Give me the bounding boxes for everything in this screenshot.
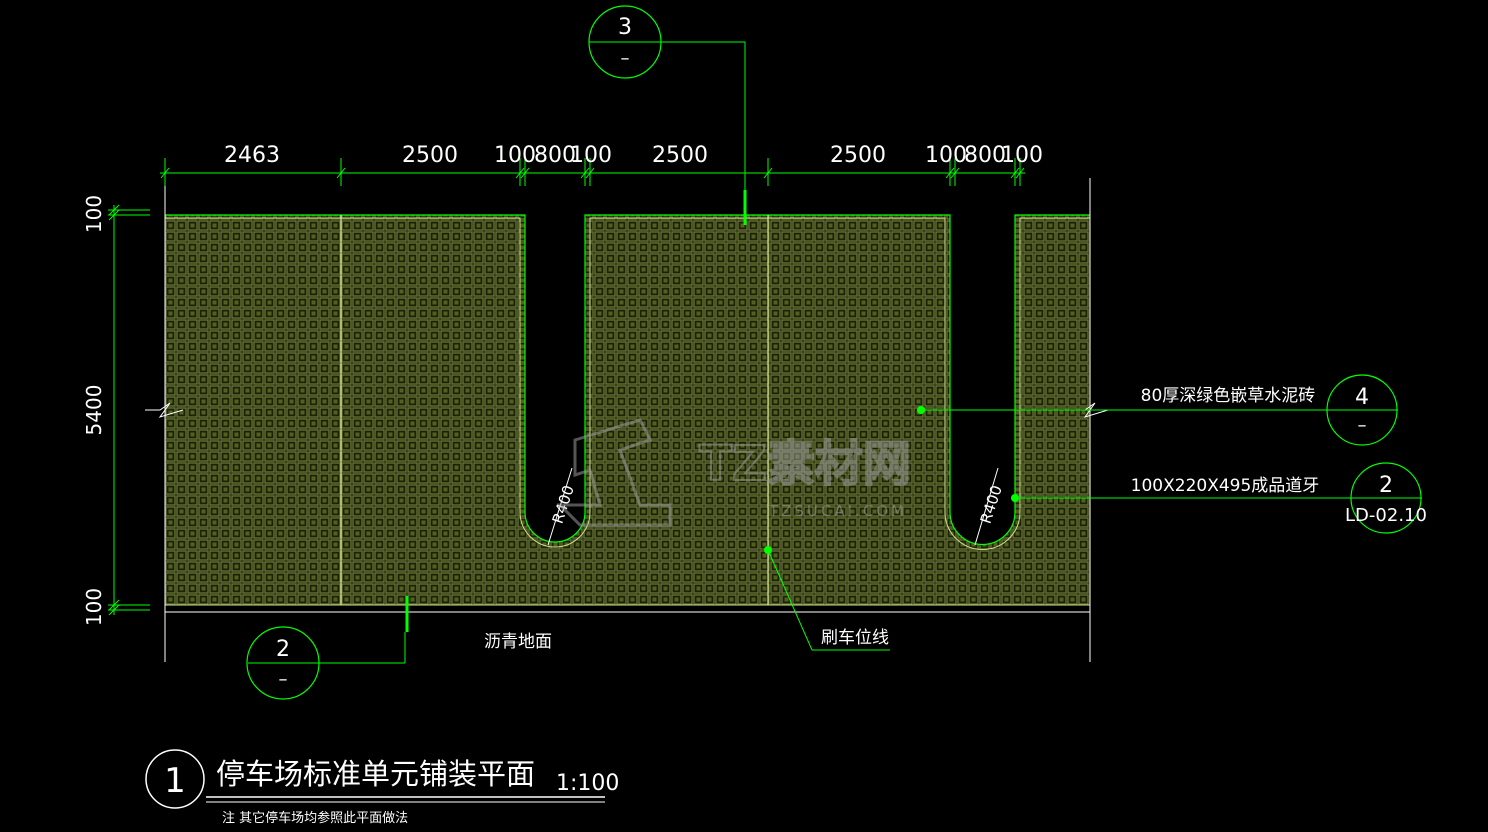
dim-tick xyxy=(1010,167,1020,179)
dim-tick xyxy=(520,167,530,179)
callout-2-left-top: 2 xyxy=(276,637,290,662)
curb-outline xyxy=(165,214,1090,546)
dim-left-mid: 5400 xyxy=(82,385,106,436)
brush-line-leader: 刷车位线 xyxy=(764,546,890,651)
callout-3-top: 3 xyxy=(618,15,632,40)
title-note: 注 其它停车场均参照此平面做法 xyxy=(222,810,408,826)
dim-top-label: 100 xyxy=(494,143,536,168)
dim-top-label: 100 xyxy=(925,143,967,168)
dim-top-label: 2500 xyxy=(830,143,886,168)
dim-top-label: 2500 xyxy=(402,143,458,168)
paver-note: 80厚深绿色嵌草水泥砖 xyxy=(1141,386,1316,406)
dim-tick xyxy=(945,167,955,179)
title-block: 1 停车场标准单元铺装平面 1:100 注 其它停车场均参照此平面做法 xyxy=(145,749,619,826)
left-dimension xyxy=(108,204,150,616)
dim-left-top: 100 xyxy=(82,195,106,233)
dim-tick xyxy=(160,167,170,179)
dim-tick xyxy=(950,167,960,179)
radius-leader xyxy=(974,467,999,546)
dim-tick xyxy=(515,167,525,179)
dim-tick xyxy=(580,167,590,179)
watermark: TZ素材网 TZSUCAI.COM xyxy=(556,418,912,527)
dim-top-label: 800 xyxy=(964,143,1006,168)
callout-3-bottom: – xyxy=(621,48,630,69)
dim-left-bot: 100 xyxy=(82,588,106,626)
watermark-main: TZ素材网 xyxy=(699,436,911,492)
dim-tick xyxy=(763,167,773,179)
dim-top-label: 100 xyxy=(570,143,612,168)
callout-2-right-top: 2 xyxy=(1379,473,1393,498)
dim-top-label: 2463 xyxy=(224,143,280,168)
curb-note: 100X220X495成品道牙 xyxy=(1131,476,1320,496)
title-scale: 1:100 xyxy=(556,771,619,796)
dim-top-label: 800 xyxy=(534,143,576,168)
title-text: 停车场标准单元铺装平面 xyxy=(216,757,535,791)
callout-2-left: 2 – xyxy=(246,596,409,700)
dim-top-label: 2500 xyxy=(652,143,708,168)
watermark-sub: TZSUCAI.COM xyxy=(768,502,907,520)
dim-tick xyxy=(336,167,346,179)
title-number: 1 xyxy=(164,761,186,801)
callout-4-bottom: – xyxy=(1358,415,1367,436)
brush-line-note: 刷车位线 xyxy=(821,628,889,648)
callout-2-right-bottom: LD-02.10 xyxy=(1345,505,1427,526)
dim-tick xyxy=(1015,167,1025,179)
callout-2-left-bottom: – xyxy=(279,669,288,690)
asphalt-note: 沥青地面 xyxy=(484,632,552,652)
curb-inner xyxy=(165,217,1090,550)
radius-label-2: R400 xyxy=(977,483,1006,526)
top-dimension xyxy=(160,158,1025,186)
callout-4-top: 4 xyxy=(1355,385,1369,410)
dim-top-label: 100 xyxy=(1001,143,1043,168)
callout-2-right: 2 LD-02.10 100X220X495成品道牙 xyxy=(1011,462,1427,534)
break-line xyxy=(145,402,184,418)
callout-3: 3 – xyxy=(588,5,747,225)
dim-tick xyxy=(585,167,595,179)
callout-4: 4 – 80厚深绿色嵌草水泥砖 xyxy=(917,374,1398,446)
